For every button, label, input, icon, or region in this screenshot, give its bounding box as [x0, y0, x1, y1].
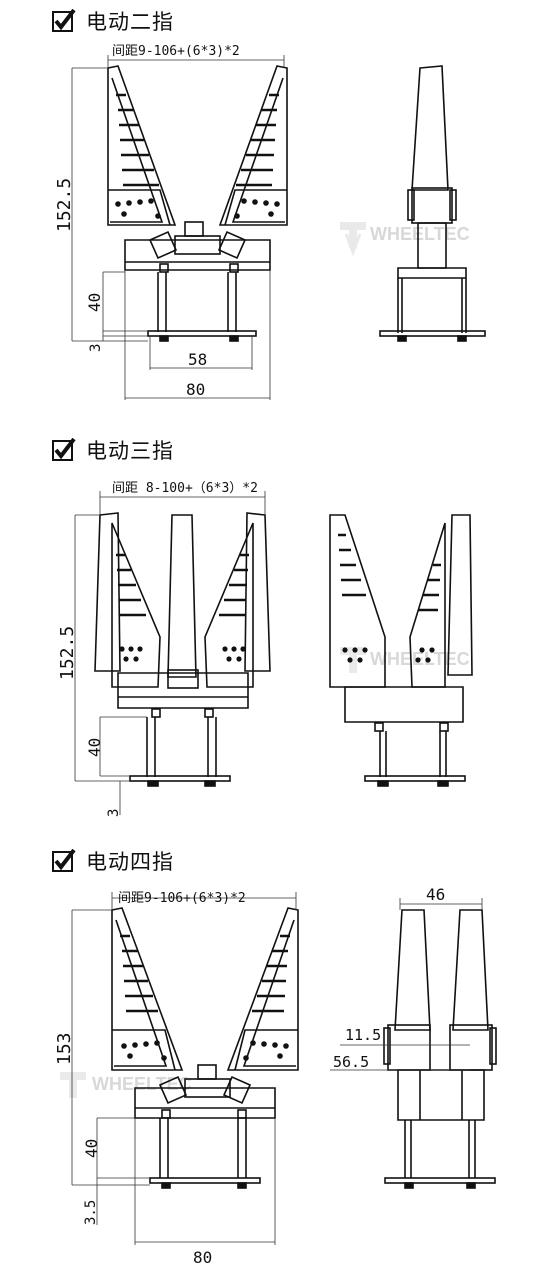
side-view: [383, 909, 497, 1189]
two-finger-drawing: WHEELTEC: [54, 44, 486, 400]
wheeltec-logo-icon: [60, 1072, 86, 1098]
section-title: 电动三指: [86, 439, 174, 463]
section-title-row: 电动三指: [52, 435, 174, 465]
check-icon: [52, 9, 76, 32]
dim-height: 153: [54, 1032, 75, 1065]
three-finger-drawing: WHEELTEC: [57, 481, 473, 817]
watermark-text: WHEELTEC: [370, 224, 470, 244]
dim-base-height: 40: [85, 293, 104, 312]
section-three-finger: 电动三指 WHEELTEC: [0, 425, 550, 830]
side-view: [329, 514, 473, 787]
section-title: 电动二指: [86, 10, 174, 34]
dim-base-height: 40: [82, 1139, 101, 1158]
dim-height: 152.5: [54, 178, 75, 232]
dim-plate: 3: [106, 809, 122, 817]
wheeltec-logo-icon: [340, 647, 366, 673]
section-two-finger: 电动二指 WHEELTEC: [0, 0, 550, 420]
side-view: [379, 65, 486, 342]
dim-height: 152.5: [57, 626, 78, 680]
dim-outer-width: 80: [193, 1248, 212, 1267]
section-four-finger: 电动四指 WHEELTEC: [0, 840, 550, 1270]
four-finger-drawing: WHEELTEC: [54, 885, 497, 1267]
dim-base-height: 40: [85, 738, 104, 757]
check-icon: [52, 849, 76, 872]
dim-plate: 3.5: [83, 1200, 99, 1225]
dim-side-b: 56.5: [333, 1053, 369, 1071]
dim-outer-width: 80: [186, 380, 205, 399]
wheeltec-logo-icon: [340, 222, 366, 257]
dim-plate: 3: [88, 344, 104, 352]
check-icon: [52, 438, 76, 461]
spacing-label: 间距 8-100+（6*3）*2: [112, 481, 258, 496]
section-title-row: 电动四指: [52, 846, 174, 876]
dim-top-width: 46: [426, 885, 445, 904]
section-title-row: 电动二指: [52, 6, 174, 36]
watermark-text: WHEELTEC: [92, 1074, 192, 1094]
section-title: 电动四指: [86, 850, 174, 874]
dim-inner-width: 58: [188, 350, 207, 369]
dim-side-a: 11.5: [345, 1026, 381, 1044]
spacing-label: 间距9-106+(6*3)*2: [118, 891, 246, 906]
spacing-label: 间距9-106+(6*3)*2: [112, 44, 240, 59]
